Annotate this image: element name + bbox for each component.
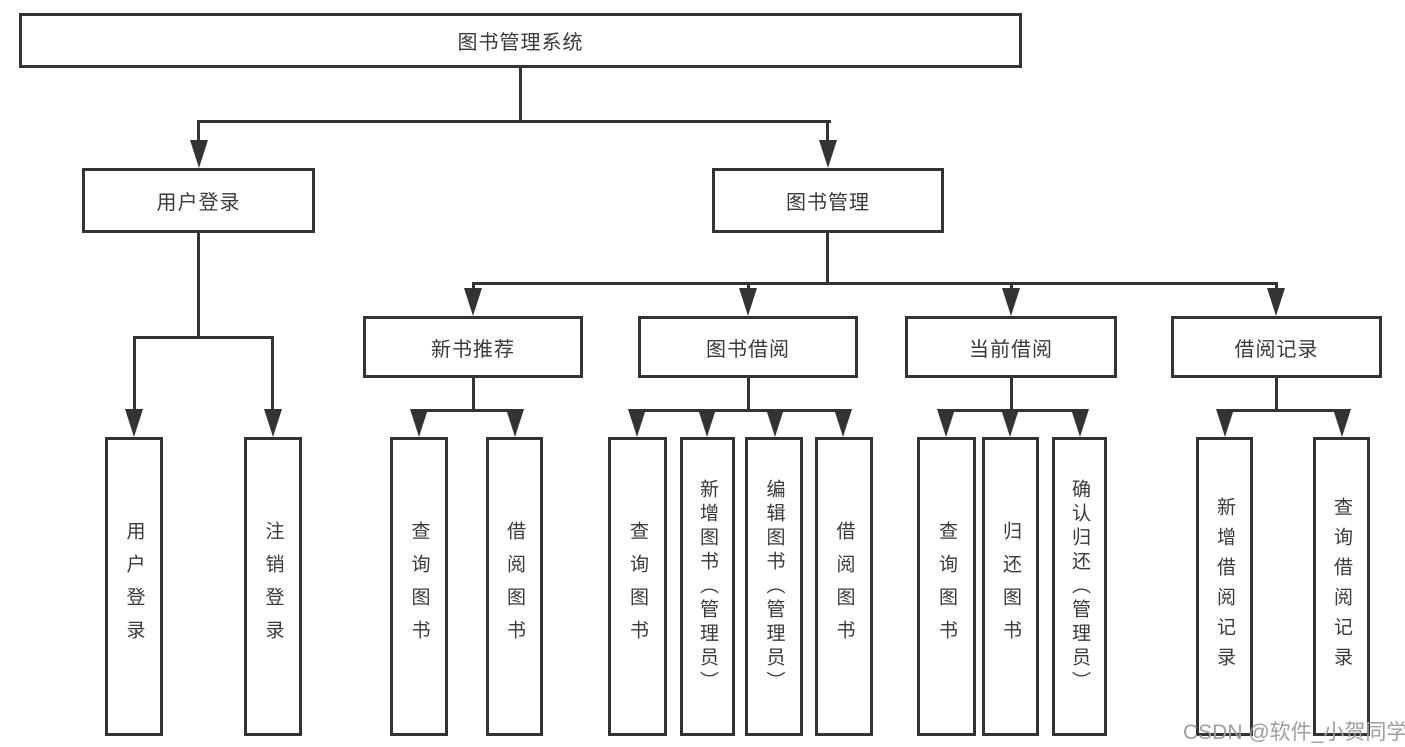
- leaf-borrow-books-recommend: 借阅图书: [486, 437, 543, 736]
- arrow-down-icon: [1333, 409, 1351, 437]
- node-library-system: 图书管理系统: [19, 13, 1022, 68]
- connector-line: [1010, 282, 1013, 292]
- arrow-down-icon: [1216, 409, 1234, 437]
- connector-line: [197, 120, 200, 144]
- arrow-down-icon: [628, 409, 646, 437]
- connector-line: [472, 282, 475, 292]
- node-book-management: 图书管理: [712, 168, 944, 233]
- connector-user-login-branch: [133, 336, 274, 339]
- csdn-watermark: CSDN @软件_小贺同学: [1183, 721, 1405, 744]
- arrow-down-icon: [739, 288, 757, 316]
- arrow-down-icon: [506, 409, 524, 437]
- connector-branch: [418, 409, 518, 412]
- arrow-down-icon: [937, 409, 955, 437]
- connector-level2-branch: [198, 120, 831, 123]
- leaf-query-books-recommend: 查询图书: [390, 437, 448, 736]
- leaf-user-login: 用户登录: [105, 437, 163, 736]
- arrow-down-icon: [766, 409, 784, 437]
- leaf-edit-books-admin: 编辑图书（管理员）: [745, 437, 803, 736]
- arrow-down-icon: [819, 140, 837, 168]
- arrow-down-icon: [1002, 288, 1020, 316]
- node-user-login: 用户登录: [82, 168, 315, 233]
- connector-branch: [1224, 409, 1344, 412]
- connector-line: [747, 282, 750, 292]
- node-borrowing-records: 借阅记录: [1171, 316, 1382, 378]
- connector-branch: [636, 409, 846, 412]
- arrow-down-icon: [834, 409, 852, 437]
- node-book-borrowing: 图书借阅: [638, 316, 858, 378]
- leaf-query-books-current: 查询图书: [917, 437, 976, 736]
- arrow-down-icon: [1267, 288, 1285, 316]
- connector-line: [1275, 376, 1278, 411]
- leaf-add-books-admin: 新增图书（管理员）: [680, 437, 735, 736]
- connector-root-stem: [519, 66, 522, 122]
- connector-line: [826, 120, 829, 144]
- node-new-book-recommendation: 新书推荐: [363, 316, 583, 378]
- leaf-logout-login: 注销登录: [244, 437, 302, 736]
- connector-level3-branch: [472, 282, 1278, 285]
- arrow-down-icon: [264, 409, 282, 437]
- node-current-borrowing: 当前借阅: [905, 316, 1117, 378]
- connector-line: [747, 376, 750, 411]
- connector-book-mgmt-stem: [826, 231, 829, 284]
- leaf-confirm-return-admin: 确认归还（管理员）: [1052, 437, 1107, 736]
- connector-line: [133, 336, 136, 411]
- connector-line: [1010, 376, 1013, 411]
- arrow-down-icon: [698, 409, 716, 437]
- connector-line: [271, 336, 274, 411]
- arrow-down-icon: [125, 409, 143, 437]
- arrow-down-icon: [190, 140, 208, 168]
- leaf-return-books: 归还图书: [982, 437, 1039, 736]
- arrow-down-icon: [464, 288, 482, 316]
- connector-line: [1275, 282, 1278, 292]
- arrow-down-icon: [410, 409, 428, 437]
- leaf-query-borrow-record: 查询借阅记录: [1313, 437, 1370, 736]
- connector-line: [472, 376, 475, 411]
- leaf-add-borrow-record: 新增借阅记录: [1196, 437, 1253, 736]
- arrow-down-icon: [1071, 409, 1089, 437]
- connector-user-login-stem: [197, 231, 200, 338]
- leaf-borrow-books-borrowing: 借阅图书: [815, 437, 873, 736]
- leaf-query-books-borrowing: 查询图书: [608, 437, 667, 736]
- arrow-down-icon: [1001, 409, 1019, 437]
